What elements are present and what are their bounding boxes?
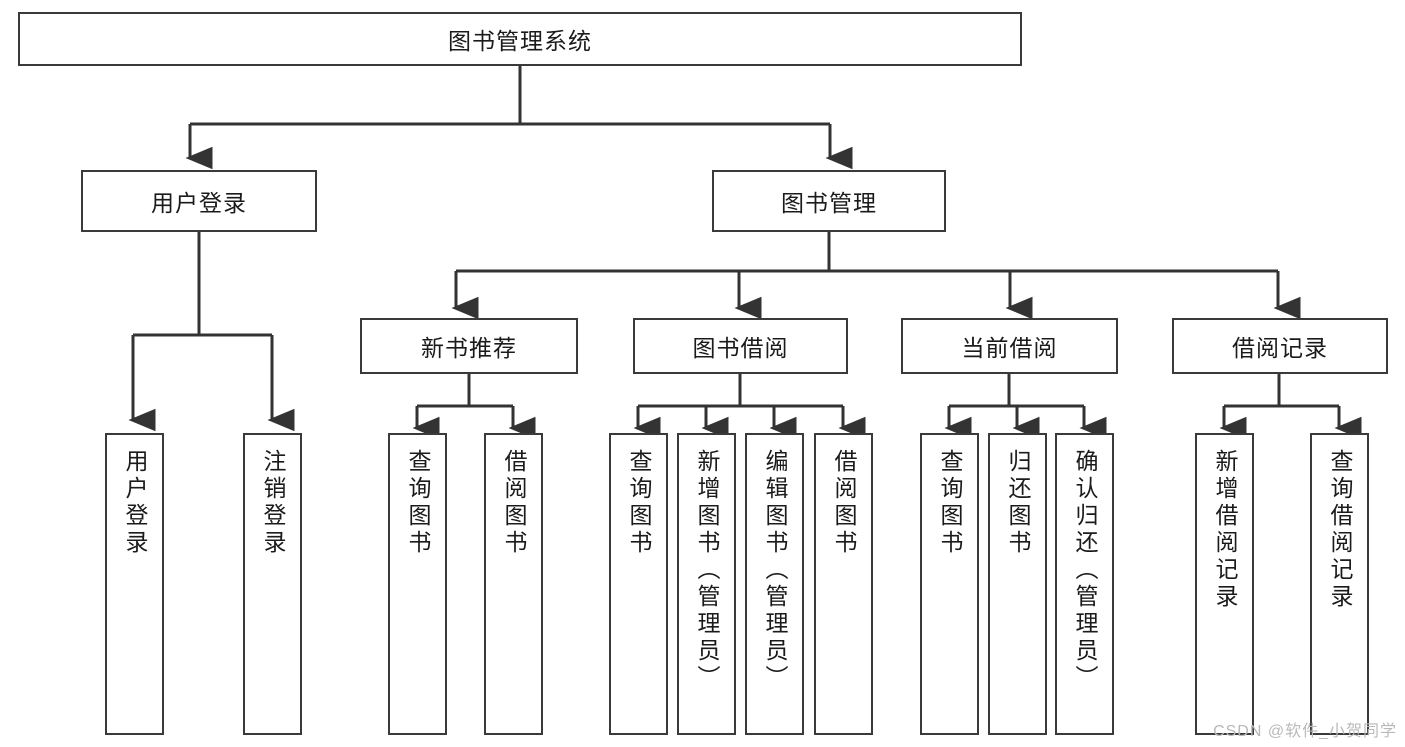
node-leaf-query-book-3[interactable]: 查询图书: [920, 433, 979, 735]
node-leaf-user-logout-label: 注销登录: [260, 449, 286, 557]
node-borrow-record-label: 借阅记录: [1232, 335, 1328, 361]
node-leaf-borrow-book-1[interactable]: 借阅图书: [484, 433, 543, 735]
node-root-label: 图书管理系统: [448, 28, 592, 54]
node-leaf-query-book-3-label: 查询图书: [937, 449, 963, 557]
node-leaf-query-book-2[interactable]: 查询图书: [609, 433, 668, 735]
node-new-book-recommend-label: 新书推荐: [421, 335, 517, 361]
node-borrow-record[interactable]: 借阅记录: [1172, 318, 1388, 374]
node-leaf-confirm-return[interactable]: 确认归还（管理员）: [1055, 433, 1114, 735]
node-leaf-return-book-label: 归还图书: [1005, 449, 1031, 557]
node-user-login[interactable]: 用户登录: [81, 170, 317, 232]
node-leaf-add-record[interactable]: 新增借阅记录: [1195, 433, 1254, 735]
node-leaf-add-book[interactable]: 新增图书（管理员）: [677, 433, 736, 735]
node-leaf-add-record-label: 新增借阅记录: [1212, 449, 1238, 611]
node-root[interactable]: 图书管理系统: [18, 12, 1022, 66]
node-leaf-return-book[interactable]: 归还图书: [988, 433, 1047, 735]
node-leaf-query-book-1-label: 查询图书: [405, 449, 431, 557]
node-user-login-label: 用户登录: [151, 190, 247, 216]
node-current-borrow[interactable]: 当前借阅: [901, 318, 1118, 374]
node-book-borrow[interactable]: 图书借阅: [633, 318, 848, 374]
node-leaf-query-record-label: 查询借阅记录: [1327, 449, 1353, 611]
node-leaf-borrow-book-2-label: 借阅图书: [831, 449, 857, 557]
node-leaf-query-record[interactable]: 查询借阅记录: [1310, 433, 1369, 735]
node-leaf-user-login-label: 用户登录: [122, 449, 148, 557]
node-book-borrow-label: 图书借阅: [692, 335, 789, 361]
node-leaf-query-book-2-label: 查询图书: [626, 449, 652, 557]
node-leaf-edit-book[interactable]: 编辑图书（管理员）: [745, 433, 804, 735]
watermark: CSDN @软件_小贺同学: [1213, 723, 1397, 740]
node-leaf-query-book-1[interactable]: 查询图书: [388, 433, 447, 735]
node-leaf-borrow-book-1-label: 借阅图书: [501, 449, 527, 557]
node-leaf-user-logout[interactable]: 注销登录: [243, 433, 302, 735]
node-leaf-edit-book-label: 编辑图书（管理员）: [762, 449, 788, 692]
node-book-management[interactable]: 图书管理: [712, 170, 946, 232]
node-current-borrow-label: 当前借阅: [961, 335, 1058, 361]
node-leaf-user-login[interactable]: 用户登录: [105, 433, 164, 735]
node-new-book-recommend[interactable]: 新书推荐: [360, 318, 578, 374]
node-leaf-add-book-label: 新增图书（管理员）: [694, 449, 720, 692]
node-book-management-label: 图书管理: [781, 190, 877, 216]
node-leaf-confirm-return-label: 确认归还（管理员）: [1072, 449, 1098, 692]
node-leaf-borrow-book-2[interactable]: 借阅图书: [814, 433, 873, 735]
